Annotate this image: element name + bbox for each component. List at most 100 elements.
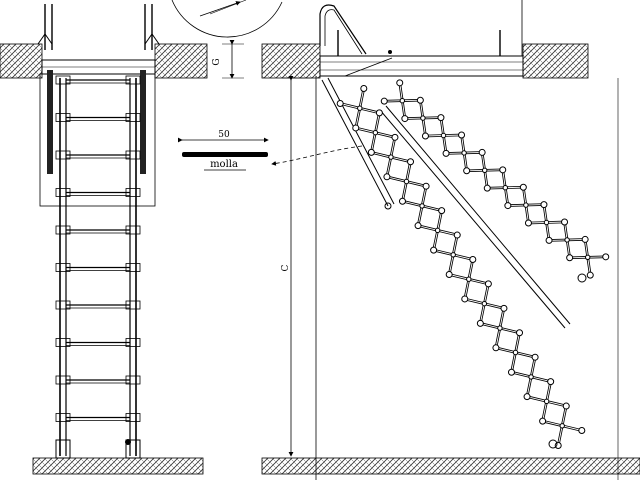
leader-arrow	[271, 145, 363, 166]
scissor-pivot	[453, 231, 461, 239]
handle-bar	[379, 109, 566, 329]
scissor-pivot	[523, 202, 529, 208]
front-step-joint	[125, 263, 141, 272]
scissor-pivot	[554, 442, 562, 450]
front-step-joint	[55, 75, 71, 85]
scissor-pivot	[561, 218, 569, 226]
front-step-joint	[55, 375, 71, 385]
scissor-pivot	[357, 105, 363, 111]
scissor-pivot	[540, 201, 548, 209]
scissor-pivot	[407, 158, 415, 166]
scissor-pivot	[562, 402, 570, 410]
scissor-pivot	[401, 115, 409, 123]
front-step-joint	[55, 263, 71, 272]
scissor-pivot	[512, 349, 519, 356]
scissor-mechanism-upper	[380, 79, 610, 279]
front-step-joint	[55, 188, 71, 197]
scissor-pivot	[461, 150, 467, 156]
scissor-pivot	[442, 149, 450, 157]
floor-slab-left	[32, 457, 204, 475]
spring-bar	[182, 152, 268, 157]
scissor-pivot	[422, 182, 430, 190]
scissor-pivot	[463, 167, 471, 175]
scissor-pivot	[336, 100, 344, 108]
scissor-pivot	[484, 280, 492, 288]
scissor-pivot	[483, 184, 491, 192]
scissor-pivot	[585, 254, 591, 260]
front-step-joint	[125, 113, 141, 122]
front-step-joint	[125, 150, 141, 160]
scissor-pivot	[543, 398, 550, 405]
scissor-pivot	[461, 295, 469, 303]
front-view	[0, 4, 208, 475]
upper-wheel	[577, 273, 587, 283]
scissor-pivot	[466, 276, 472, 282]
dimension-c-label: C	[281, 264, 291, 271]
scissor-pivot	[499, 166, 507, 174]
scissor-pivot	[531, 353, 539, 361]
side-spring-right	[140, 70, 146, 174]
scissor-pivot	[419, 203, 425, 209]
scissor-mechanism-lower	[336, 84, 586, 450]
scissor-pivot	[421, 132, 429, 140]
scissor-pivot	[420, 115, 426, 121]
scissor-pivot	[566, 254, 574, 262]
scissor-pivot	[440, 132, 447, 139]
scissor-pivot	[559, 423, 565, 429]
ceiling-slab-left-a	[0, 43, 43, 79]
scissor-pivot	[367, 148, 375, 156]
scissor-pivot	[434, 227, 441, 234]
scissor-pivot	[437, 114, 445, 122]
front-step-joint	[125, 188, 141, 197]
front-step-joint	[55, 225, 71, 235]
scissor-pivot	[391, 133, 399, 141]
detail-circle	[171, 0, 283, 38]
lower-wheel	[548, 439, 558, 449]
scissor-pivot	[497, 325, 503, 331]
scissor-pivot	[519, 183, 527, 191]
scissor-pivot	[481, 300, 488, 307]
scissor-pivot	[438, 207, 446, 215]
scissor-pivot	[545, 236, 553, 244]
ceiling-slab-right-b	[522, 43, 589, 79]
floor-slab-right	[261, 457, 640, 475]
scissor-pivot	[396, 79, 404, 87]
front-step-joint	[55, 113, 71, 122]
scissor-pivot	[581, 235, 589, 243]
hatch-frame-side	[319, 55, 524, 77]
dimension-g-label: G	[212, 58, 222, 65]
front-step-joint	[125, 338, 141, 347]
scissor-pivot	[547, 378, 555, 386]
scissor-pivot	[500, 304, 508, 312]
front-step-joint	[125, 300, 141, 310]
scissor-pivot	[543, 219, 550, 226]
scissor-pivot	[516, 329, 524, 337]
front-step-joint	[125, 75, 141, 85]
scissor-pivot	[524, 219, 532, 227]
scissor-pivot	[507, 368, 515, 376]
scissor-pivot	[380, 97, 388, 105]
scissor-pivot	[403, 178, 410, 185]
scissor-pivot	[414, 222, 422, 230]
side-spring-left	[47, 70, 53, 174]
front-step-joint	[55, 413, 71, 422]
scissor-pivot	[388, 154, 394, 160]
front-steps	[55, 75, 141, 422]
side-view: G C	[212, 0, 640, 480]
scissor-pivot	[360, 84, 368, 92]
ceiling-slab-left-b	[154, 43, 208, 79]
spring-name-label: molla	[210, 159, 238, 170]
scissor-pivot	[416, 96, 424, 104]
scissor-pivot	[445, 271, 453, 279]
scissor-pivot	[398, 197, 406, 205]
front-step-joint	[55, 150, 71, 160]
scissor-pivot	[502, 185, 508, 191]
ceiling-slab-right-a	[261, 43, 321, 79]
scissor-pivot	[482, 167, 488, 174]
scissor-pivot	[399, 98, 405, 104]
scissor-pivot	[539, 417, 547, 425]
front-step-joint	[55, 338, 71, 347]
scissor-pivot	[586, 271, 594, 279]
scissor-pivot	[478, 148, 486, 156]
